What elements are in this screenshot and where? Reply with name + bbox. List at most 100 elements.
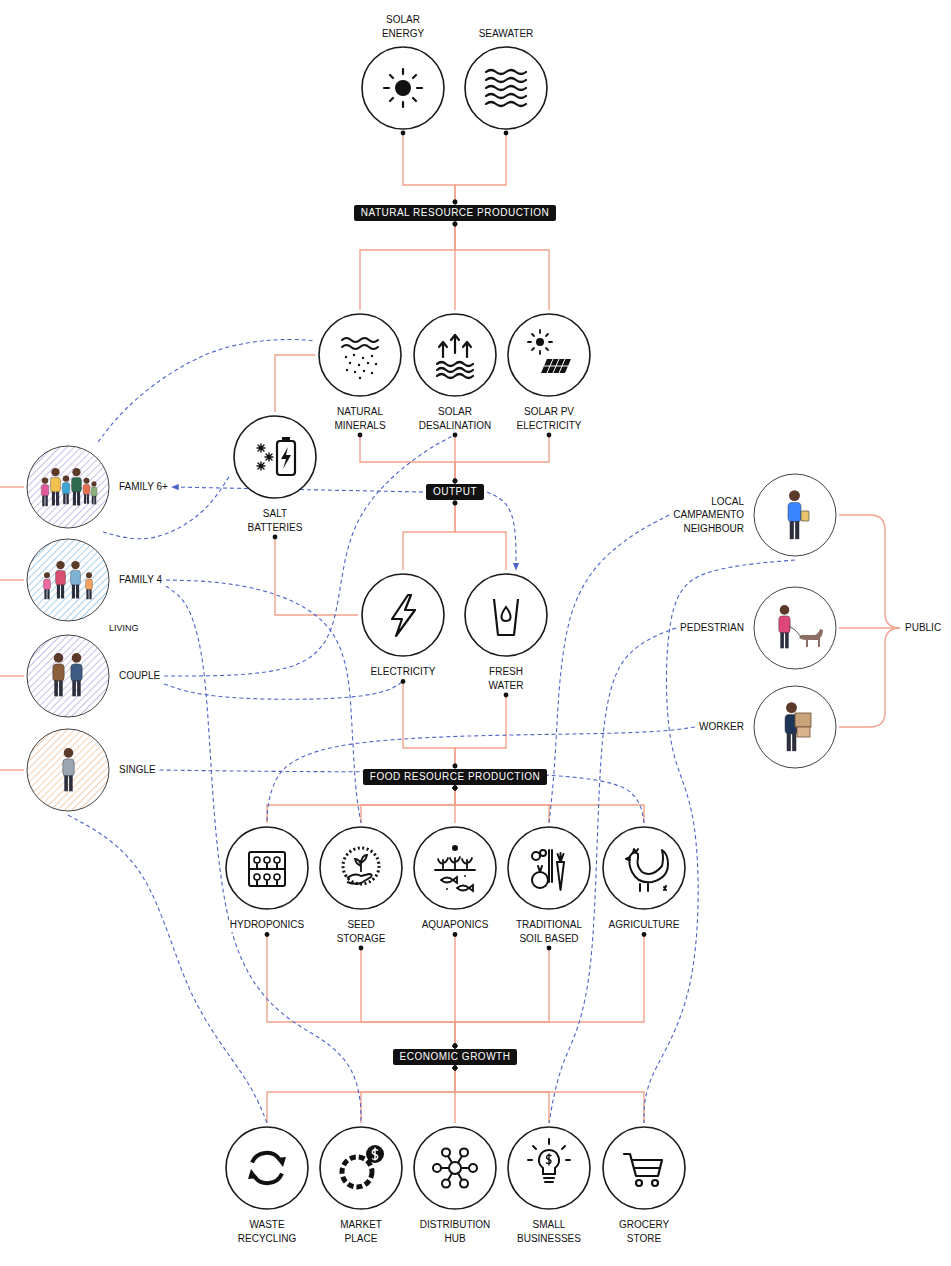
junction-dot — [547, 433, 552, 438]
label-box: SEAWATER — [478, 27, 535, 41]
icon-circle — [225, 1126, 309, 1210]
circle-outline — [414, 314, 496, 396]
node-label: WORKER — [698, 720, 745, 734]
stage-band: FOOD RESOURCE PRODUCTION — [363, 769, 547, 785]
junction-dot — [504, 693, 509, 698]
pictogram — [248, 1153, 286, 1183]
junction-dot — [401, 131, 406, 136]
junction-dot — [453, 786, 458, 791]
junction-dot — [453, 1066, 458, 1071]
resource-node: SOLAR DESALINATION — [413, 313, 497, 432]
person-circle — [26, 538, 110, 622]
flow-link — [360, 435, 455, 481]
resource-node: FRESH WATER — [464, 573, 548, 692]
label-box: NATURAL MINERALS — [333, 405, 386, 432]
person-circle — [753, 586, 837, 670]
flow-link — [455, 224, 549, 310]
flow-link — [455, 695, 506, 766]
resource-node: MARKET PLACE — [319, 1126, 403, 1245]
junction-dot — [453, 200, 458, 205]
node-label: SALT BATTERIES — [247, 507, 304, 534]
living-stub — [0, 579, 24, 580]
node-label: SEAWATER — [478, 27, 535, 41]
icon-circle — [361, 46, 445, 130]
icon-circle — [413, 1126, 497, 1210]
circle-outline — [754, 686, 836, 768]
person-figure — [785, 702, 811, 751]
flow-link — [275, 537, 358, 615]
person-figure — [53, 653, 82, 696]
flow-link — [361, 948, 455, 1046]
label-box: DISTRIBUTION HUB — [419, 1218, 492, 1245]
resource-node: ELECTRICITY — [361, 573, 445, 679]
junction-dot — [453, 479, 458, 484]
label-box: AQUAPONICS — [421, 918, 490, 932]
circle-outline — [226, 827, 308, 909]
junction-dot — [453, 479, 458, 484]
junction-dot — [359, 946, 364, 951]
junction-dot — [453, 1044, 458, 1049]
circle-outline — [27, 539, 109, 621]
circle-outline — [234, 416, 316, 498]
junction-dot — [453, 433, 458, 438]
node-label: FAMILY 6+ — [118, 480, 169, 494]
flow-link — [455, 435, 549, 481]
node-label: SEED STORAGE — [336, 918, 387, 945]
flow-link — [267, 788, 455, 823]
label-box: FOOD RESOURCE PRODUCTION — [369, 771, 541, 783]
stage-band: ECONOMIC GROWTH — [393, 1049, 518, 1065]
circle-outline — [362, 574, 444, 656]
resource-node: SMALL BUSINESSES — [507, 1126, 591, 1245]
icon-circle — [507, 1126, 591, 1210]
pictogram — [435, 845, 475, 891]
label-box: MARKET PLACE — [339, 1218, 383, 1245]
label-box: SOLAR ENERGY — [381, 13, 425, 40]
flow-link — [403, 133, 455, 202]
label-box: WASTE RECYCLING — [237, 1218, 297, 1245]
node-label: TRADITIONAL SOIL BASED — [510, 918, 588, 945]
circle-outline — [362, 47, 444, 129]
node-label: LOCAL CAMPAMENTO NEIGHBOUR — [672, 495, 745, 536]
resource-node: SOLAR PV ELECTRICITY — [507, 313, 591, 432]
junction-dot — [265, 932, 270, 937]
public-bracket — [839, 628, 900, 727]
node-label: WASTE RECYCLING — [237, 1218, 297, 1245]
circle-outline — [320, 1127, 402, 1209]
living-stub — [0, 486, 24, 487]
resource-node: TRADITIONAL SOIL BASED — [507, 826, 591, 945]
person-circle — [26, 728, 110, 812]
node-label: SOLAR DESALINATION — [418, 405, 493, 432]
node-label: PEDESTRIAN — [679, 621, 745, 635]
resource-node: SEED STORAGE — [319, 826, 403, 945]
junction-dot — [453, 501, 458, 506]
label-box: COUPLE — [118, 669, 161, 683]
pictogram — [384, 69, 422, 107]
person-figure — [41, 468, 97, 506]
circle-outline — [508, 827, 590, 909]
person-node: COUPLE — [26, 634, 161, 718]
flow-link — [267, 935, 455, 1047]
icon-circle — [225, 826, 309, 910]
icon-circle — [413, 313, 497, 397]
label-box: GROCERY STORE — [618, 1218, 670, 1245]
flow-link — [455, 1068, 549, 1123]
circle-outline — [465, 47, 547, 129]
circle-outline — [226, 1127, 308, 1209]
label-box: FAMILY 6+ — [118, 480, 169, 494]
junction-dot — [453, 1044, 458, 1049]
circle-outline — [27, 729, 109, 811]
usage-link — [103, 475, 230, 539]
label-box: AGRICULTURE — [608, 918, 681, 932]
node-label: GROCERY STORE — [618, 1218, 670, 1245]
junction-dot — [547, 946, 552, 951]
label-box: WORKER — [698, 720, 745, 734]
node-label: HYDROPONICS — [229, 918, 305, 932]
junction-dot — [453, 786, 458, 791]
resource-node: SALT BATTERIES — [233, 415, 317, 534]
icon-circle — [361, 573, 445, 657]
circle-outline — [465, 574, 547, 656]
usage-link — [267, 727, 695, 823]
node-label: SMALL BUSINESSES — [516, 1218, 582, 1245]
junction-dot — [642, 932, 647, 937]
